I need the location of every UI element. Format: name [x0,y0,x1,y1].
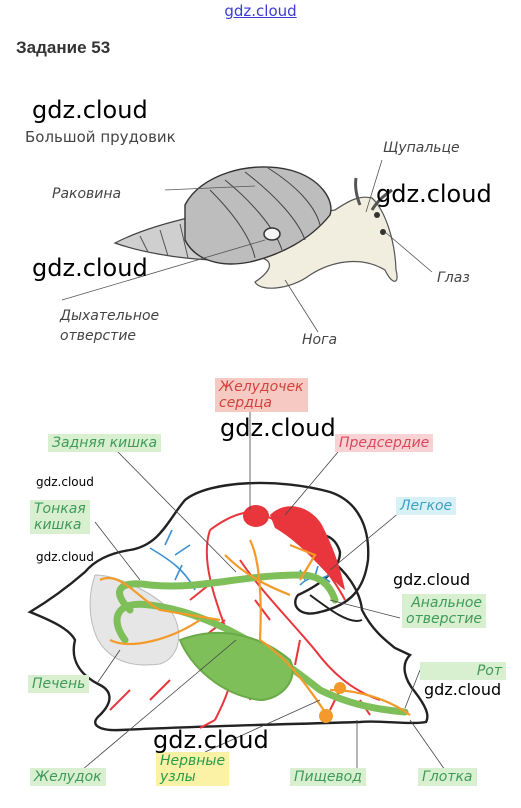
liver-organ [89,574,180,666]
label-nerve-ganglia: Нервные узлы [156,752,230,786]
watermark: gdz.cloud [36,475,94,489]
label-stomach: Желудок [30,768,106,786]
stomach-organ [178,631,294,702]
task-title: Задание 53 [16,38,111,57]
digestive-tract [113,571,409,716]
watermark: gdz.cloud [424,680,502,699]
label-mouth: Рот [420,662,506,680]
tentacle-right [370,188,393,211]
anatomy-diagram [27,405,446,772]
watermark: gdz.cloud [376,180,492,208]
label-breathing-hole: Дыхательное отверстие [60,308,160,344]
watermark: gdz.cloud [36,550,94,564]
tentacle-left [354,177,362,206]
watermark: gdz.cloud [220,414,336,442]
label-atrium: Предсердие [335,434,434,452]
snail-illustration [61,159,433,333]
label-small-intestine: Тонкая кишка [30,500,90,534]
label-liver: Печень [28,675,90,693]
site-header-link[interactable]: gdz.cloud [224,2,297,20]
label-pharynx: Глотка [418,768,477,786]
label-lung: Легкое [396,497,457,515]
body-outline [27,481,429,732]
label-anal-opening: Анальное отверстие [402,594,487,628]
snail-title: Большой прудовик [25,128,176,146]
label-tentacle: Щупальце [383,140,460,156]
label-esophagus: Пищевод [290,768,366,786]
watermark: gdz.cloud [153,726,269,754]
eye-icon [374,212,380,218]
shell-body-whorl [184,166,332,265]
label-eye: Глаз [437,270,470,286]
label-foot: Нога [302,332,338,348]
atrium-organ [270,506,345,590]
ventricle-organ [243,505,269,527]
breathing-hole [263,227,281,241]
watermark: gdz.cloud [32,96,148,124]
nerve-ganglion [319,709,333,723]
label-hindgut: Задняя кишка [48,434,162,452]
watermark: gdz.cloud [32,254,148,282]
snail-foot [239,196,398,289]
nerve-ganglion [334,682,346,694]
label-shell: Раковина [52,186,122,202]
label-ventricle: Желудочек сердца [215,378,308,412]
watermark: gdz.cloud [393,570,471,589]
leader-lines [81,405,446,772]
